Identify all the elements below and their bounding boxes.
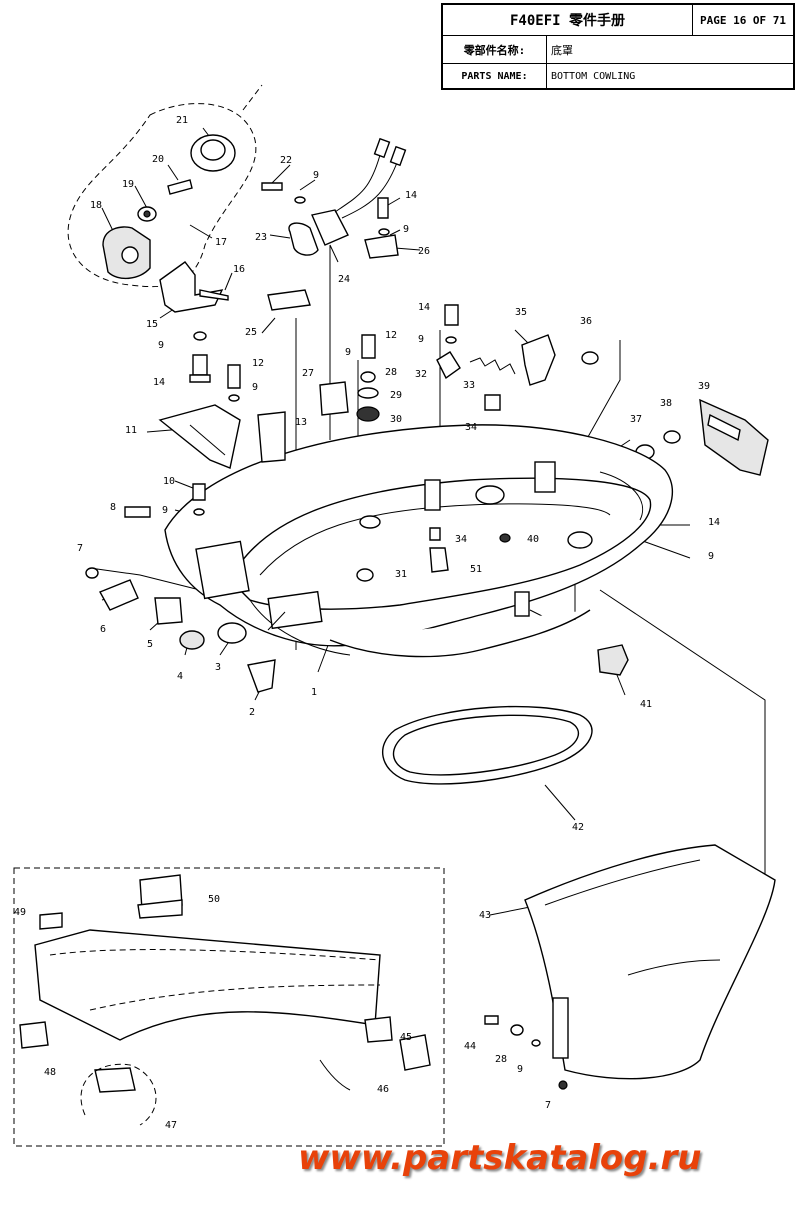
callout-20: 20: [152, 154, 164, 165]
callout-24: 24: [338, 274, 350, 285]
callout-18: 18: [90, 200, 102, 211]
callout-9-lower: 9: [517, 1064, 523, 1075]
model-title: F40EFI 零件手册: [443, 5, 693, 35]
callout-28b: 28: [495, 1054, 507, 1065]
callout-40: 40: [527, 534, 539, 545]
callout-7b: 7: [545, 1100, 551, 1111]
callout-35: 35: [515, 307, 527, 318]
front-bracket-parts: [85, 404, 286, 693]
callout-32: 32: [415, 369, 427, 380]
bottom-cowling-main-body: [164, 424, 673, 658]
callout-42: 42: [572, 822, 584, 833]
callout-50: 50: [208, 894, 220, 905]
grommet-part-41: [597, 644, 629, 676]
title-row-en: PARTS NAME: BOTTOM COWLING: [443, 64, 793, 88]
callout-36: 36: [580, 316, 592, 327]
callout-29: 29: [390, 390, 402, 401]
callout-12a: 12: [252, 358, 264, 369]
part-name-en: BOTTOM COWLING: [551, 70, 636, 82]
part-name-label-en: PARTS NAME:: [443, 64, 547, 88]
callout-25: 25: [245, 327, 257, 338]
callout-4: 4: [177, 671, 183, 682]
upper-center-fasteners: [227, 304, 599, 422]
title-row-cn: 零部件名称: 底罩: [443, 36, 793, 64]
callout-9f: 9: [418, 334, 424, 345]
callout-46: 46: [377, 1084, 389, 1095]
callout-2: 2: [249, 707, 255, 718]
part-name-label-cn: 零部件名称:: [443, 36, 547, 63]
callout-27: 27: [302, 368, 314, 379]
callout-14a: 14: [153, 377, 165, 388]
inset-detail-parts: [19, 874, 431, 1126]
callout-14b: 14: [405, 190, 417, 201]
callout-8: 8: [110, 502, 116, 513]
callout-51: 51: [470, 564, 482, 575]
callout-26: 26: [418, 246, 430, 257]
callout-16: 16: [233, 264, 245, 275]
callout-47: 47: [165, 1120, 177, 1131]
part-name-cn: 底罩: [551, 43, 573, 57]
callout-9g: 9: [162, 505, 168, 516]
callout-9e: 9: [345, 347, 351, 358]
callout-3: 3: [215, 662, 221, 673]
callout-6: 6: [100, 624, 106, 635]
callout-28a: 28: [385, 367, 397, 378]
callout-37: 37: [630, 414, 642, 425]
callout-17: 17: [215, 237, 227, 248]
callout-49: 49: [14, 907, 26, 918]
callout-30: 30: [390, 414, 402, 425]
right-handle-cluster: [635, 398, 769, 476]
callout-34b: 34: [455, 534, 467, 545]
callout-34a: 34: [465, 422, 477, 433]
callout-23: 23: [255, 232, 267, 243]
callout-10: 10: [163, 476, 175, 487]
callout-9a: 9: [158, 340, 164, 351]
side-cowling-43: [484, 844, 776, 1090]
callout-44: 44: [464, 1041, 476, 1052]
callout-7a: 7: [77, 543, 83, 554]
callout-1: 1: [311, 687, 317, 698]
title-block: F40EFI 零件手册 PAGE 16 OF 71 零部件名称: 底罩 PART…: [441, 3, 795, 90]
callout-21: 21: [176, 115, 188, 126]
callout-48: 48: [44, 1067, 56, 1078]
callout-41: 41: [640, 699, 652, 710]
group-outline-upper-left: [67, 103, 257, 288]
inset-detail-frame: [13, 867, 445, 1147]
lever-bracket-assembly: [102, 134, 236, 383]
callout-14c: 14: [418, 302, 430, 313]
callout-39: 39: [698, 381, 710, 392]
callout-33: 33: [463, 380, 475, 391]
callout-9h: 9: [708, 551, 714, 562]
callout-14d: 14: [708, 517, 720, 528]
dashed-cable-upper: [242, 84, 263, 111]
title-row-model: F40EFI 零件手册 PAGE 16 OF 71: [443, 5, 793, 36]
callout-45: 45: [400, 1032, 412, 1043]
callout-9c: 9: [403, 224, 409, 235]
callout-43: 43: [479, 910, 491, 921]
callout-31: 31: [395, 569, 407, 580]
callout-11: 11: [125, 425, 137, 436]
callout-9d: 9: [252, 382, 258, 393]
callout-19: 19: [122, 179, 134, 190]
seal-ring-42: [382, 705, 593, 785]
callout-38: 38: [660, 398, 672, 409]
callout-15: 15: [146, 319, 158, 330]
callout-22: 22: [280, 155, 292, 166]
page-number: PAGE 16 OF 71: [699, 13, 787, 27]
callout-5: 5: [147, 639, 153, 650]
switch-and-cable-assembly: [261, 137, 407, 311]
callout-12b: 12: [385, 330, 397, 341]
callout-numbers: 21 20 19 18 17 16 15 9 14 22 9 14 9 26 2…: [14, 115, 720, 1131]
callout-9b: 9: [313, 170, 319, 181]
watermark-link[interactable]: www.partskatalog.ru: [298, 1138, 702, 1178]
callout-13: 13: [295, 417, 307, 428]
